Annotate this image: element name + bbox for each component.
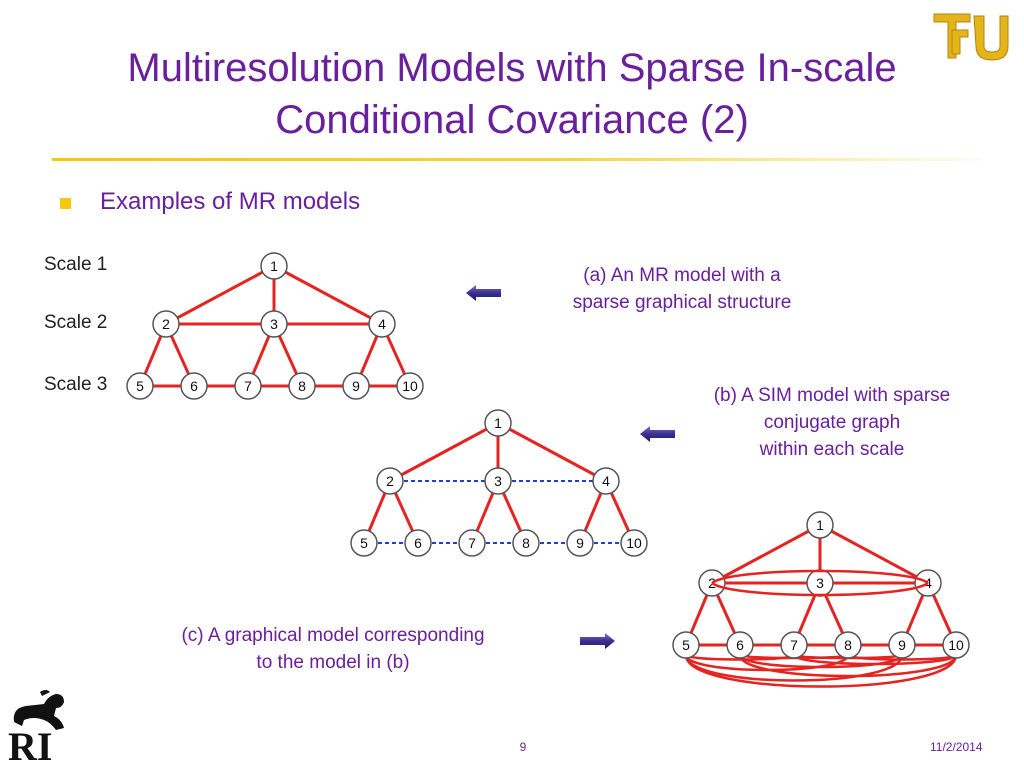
- node-label: 8: [522, 535, 530, 551]
- graph-node: [484, 467, 512, 495]
- graph-node: [260, 252, 288, 280]
- arrow-left-icon: [466, 285, 501, 301]
- graph-node: [376, 467, 404, 495]
- node-label: 5: [682, 637, 690, 653]
- node-label: 4: [378, 316, 386, 332]
- graph-node: [350, 529, 378, 557]
- graph-node: [342, 372, 370, 400]
- node-label: 2: [386, 473, 394, 489]
- node-label: 7: [468, 535, 476, 551]
- node-label: 1: [494, 415, 502, 431]
- graph-arc-edge: [684, 654, 904, 682]
- graph-node: [942, 631, 970, 659]
- caption-b-line-3: within each scale: [759, 439, 905, 460]
- arrow-right-icon: [580, 633, 615, 649]
- graph-edge: [165, 264, 275, 326]
- node-label: 3: [270, 316, 278, 332]
- graph-node: [566, 529, 594, 557]
- caption-b: (b) A SIM model with sparse conjugate gr…: [680, 382, 984, 463]
- graph-node: [672, 631, 700, 659]
- caption-c: (c) A graphical model corresponding to t…: [140, 622, 526, 676]
- node-label: 1: [816, 517, 824, 533]
- graph-edge: [819, 523, 929, 585]
- node-label: 3: [494, 473, 502, 489]
- title-line-1: Multiresolution Models with Sparse In-sc…: [127, 46, 897, 90]
- graph-node: [806, 511, 834, 539]
- scale-label-1: Scale 1: [44, 254, 108, 275]
- graph-edge: [711, 523, 821, 585]
- graph-node: [484, 409, 512, 437]
- graph-arc-edge: [684, 654, 850, 672]
- node-label: 7: [790, 637, 798, 653]
- node-label: 1: [270, 258, 278, 274]
- tju-logo: [930, 8, 1012, 69]
- node-label: 10: [626, 535, 642, 551]
- graph-node: [180, 372, 208, 400]
- graph-node: [620, 529, 648, 557]
- caption-c-line-2: to the model in (b): [256, 652, 410, 673]
- graph-node: [396, 372, 424, 400]
- arrow-left-icon: [640, 426, 675, 442]
- node-label: 5: [136, 378, 144, 394]
- graph-node: [368, 310, 396, 338]
- graph-node: [234, 372, 262, 400]
- graph-node: [288, 372, 316, 400]
- graph-node: [404, 529, 432, 557]
- graph-node: [152, 310, 180, 338]
- title-underline: [52, 158, 982, 161]
- graph-node: [592, 467, 620, 495]
- caption-a: (a) An MR model with a sparse graphical …: [540, 262, 824, 316]
- title-line-2: Conditional Covariance (2): [275, 98, 749, 142]
- node-label: 4: [602, 473, 610, 489]
- graph-arc-edge: [711, 581, 929, 597]
- node-label: 6: [190, 378, 198, 394]
- node-label: 9: [352, 378, 360, 394]
- node-label: 2: [162, 316, 170, 332]
- node-label: 9: [576, 535, 584, 551]
- node-label: 8: [844, 637, 852, 653]
- graph-edge: [497, 421, 607, 483]
- graph-node: [458, 529, 486, 557]
- graph-arc-edge: [711, 569, 929, 585]
- caption-b-line-1: (b) A SIM model with sparse: [713, 385, 951, 406]
- node-label: 10: [948, 637, 964, 653]
- sri-logo: RI: [4, 686, 78, 769]
- graph-node: [726, 631, 754, 659]
- node-label: 5: [360, 535, 368, 551]
- node-label: 3: [816, 575, 824, 591]
- node-label: 6: [414, 535, 422, 551]
- footer-date: 11/2/2014: [930, 740, 983, 754]
- node-label: 7: [244, 378, 252, 394]
- graph-a: 1 2 3 4 5 6 7 8 9 10: [126, 252, 424, 400]
- scale-label-3: Scale 3: [44, 374, 108, 395]
- caption-b-line-2: conjugate graph: [763, 412, 901, 433]
- node-label: 9: [898, 637, 906, 653]
- bullet-icon: [60, 198, 71, 209]
- caption-a-line-2: sparse graphical structure: [572, 292, 792, 313]
- scale-label-2: Scale 2: [44, 312, 108, 333]
- node-label: 10: [402, 378, 418, 394]
- graph-arc-edge: [738, 654, 958, 678]
- page-number: 9: [519, 740, 527, 754]
- caption-a-line-1: (a) An MR model with a: [583, 265, 781, 286]
- graph-edge: [273, 264, 383, 326]
- graph-node: [260, 310, 288, 338]
- bullet-text: Examples of MR models: [100, 188, 361, 215]
- graph-node: [126, 372, 154, 400]
- caption-c-line-1: (c) A graphical model corresponding: [181, 625, 485, 646]
- slide-title: Multiresolution Models with Sparse In-sc…: [30, 42, 994, 146]
- graph-node: [834, 631, 862, 659]
- node-label: 8: [298, 378, 306, 394]
- graph-edge: [389, 421, 499, 483]
- graph-node: [888, 631, 916, 659]
- node-label: 4: [924, 575, 932, 591]
- node-label: 6: [736, 637, 744, 653]
- graph-node: [780, 631, 808, 659]
- graph-node: [512, 529, 540, 557]
- graph-b: 1 2 3 4 5 6 7 8 9 10: [350, 409, 648, 557]
- svg-text:RI: RI: [8, 724, 52, 764]
